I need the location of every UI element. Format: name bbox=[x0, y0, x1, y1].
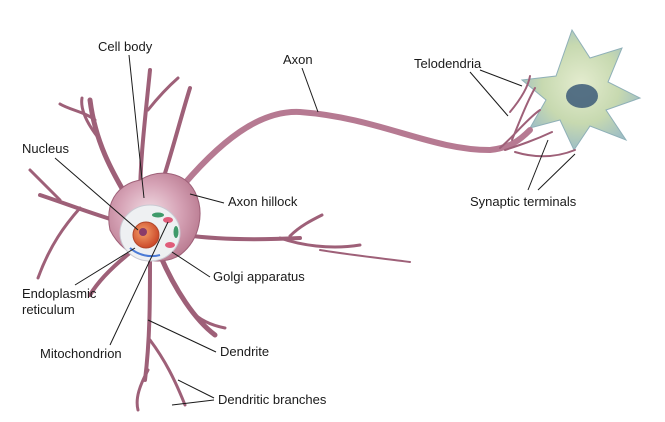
target-cell bbox=[520, 28, 642, 152]
label-endoplasmic-line2: reticulum bbox=[22, 302, 75, 317]
label-golgi-apparatus: Golgi apparatus bbox=[213, 269, 305, 284]
label-axon: Axon bbox=[283, 52, 313, 67]
leader-er bbox=[74, 247, 136, 286]
leader-dendritic-2 bbox=[171, 399, 215, 406]
label-telodendria: Telodendria bbox=[414, 56, 482, 71]
leader-mitochondrion bbox=[109, 221, 169, 346]
label-dendrite: Dendrite bbox=[220, 344, 269, 359]
leader-dendrite bbox=[147, 319, 217, 353]
leader-axon-hillock bbox=[189, 193, 225, 204]
mitochondrion-shape-2 bbox=[173, 226, 179, 238]
label-nucleus: Nucleus bbox=[22, 141, 69, 156]
mitochondrion-shape bbox=[152, 212, 164, 218]
nucleolus bbox=[139, 228, 147, 236]
organelle-red-2 bbox=[165, 242, 175, 248]
label-cell-body: Cell body bbox=[98, 39, 153, 54]
leader-nucleus bbox=[54, 157, 139, 231]
leader-synaptic-2 bbox=[537, 153, 576, 191]
nucleus-shape bbox=[132, 221, 160, 249]
label-axon-hillock: Axon hillock bbox=[228, 194, 298, 209]
leader-cell-body bbox=[128, 54, 145, 199]
axon bbox=[172, 75, 576, 198]
leader-golgi bbox=[171, 251, 211, 278]
label-mitochondrion: Mitochondrion bbox=[40, 346, 122, 361]
leader-telodendria-1 bbox=[479, 69, 523, 87]
leader-lines bbox=[54, 54, 576, 406]
leader-telodendria-2 bbox=[469, 71, 509, 117]
label-dendritic-branches: Dendritic branches bbox=[218, 392, 327, 407]
leader-axon bbox=[301, 67, 319, 113]
organelle-red bbox=[163, 217, 173, 223]
target-nucleus bbox=[566, 84, 598, 108]
label-synaptic-terminals: Synaptic terminals bbox=[470, 194, 577, 209]
leader-dendritic-1 bbox=[177, 379, 215, 399]
leader-synaptic-1 bbox=[527, 139, 549, 191]
label-endoplasmic-line1: Endoplasmic bbox=[22, 286, 97, 301]
